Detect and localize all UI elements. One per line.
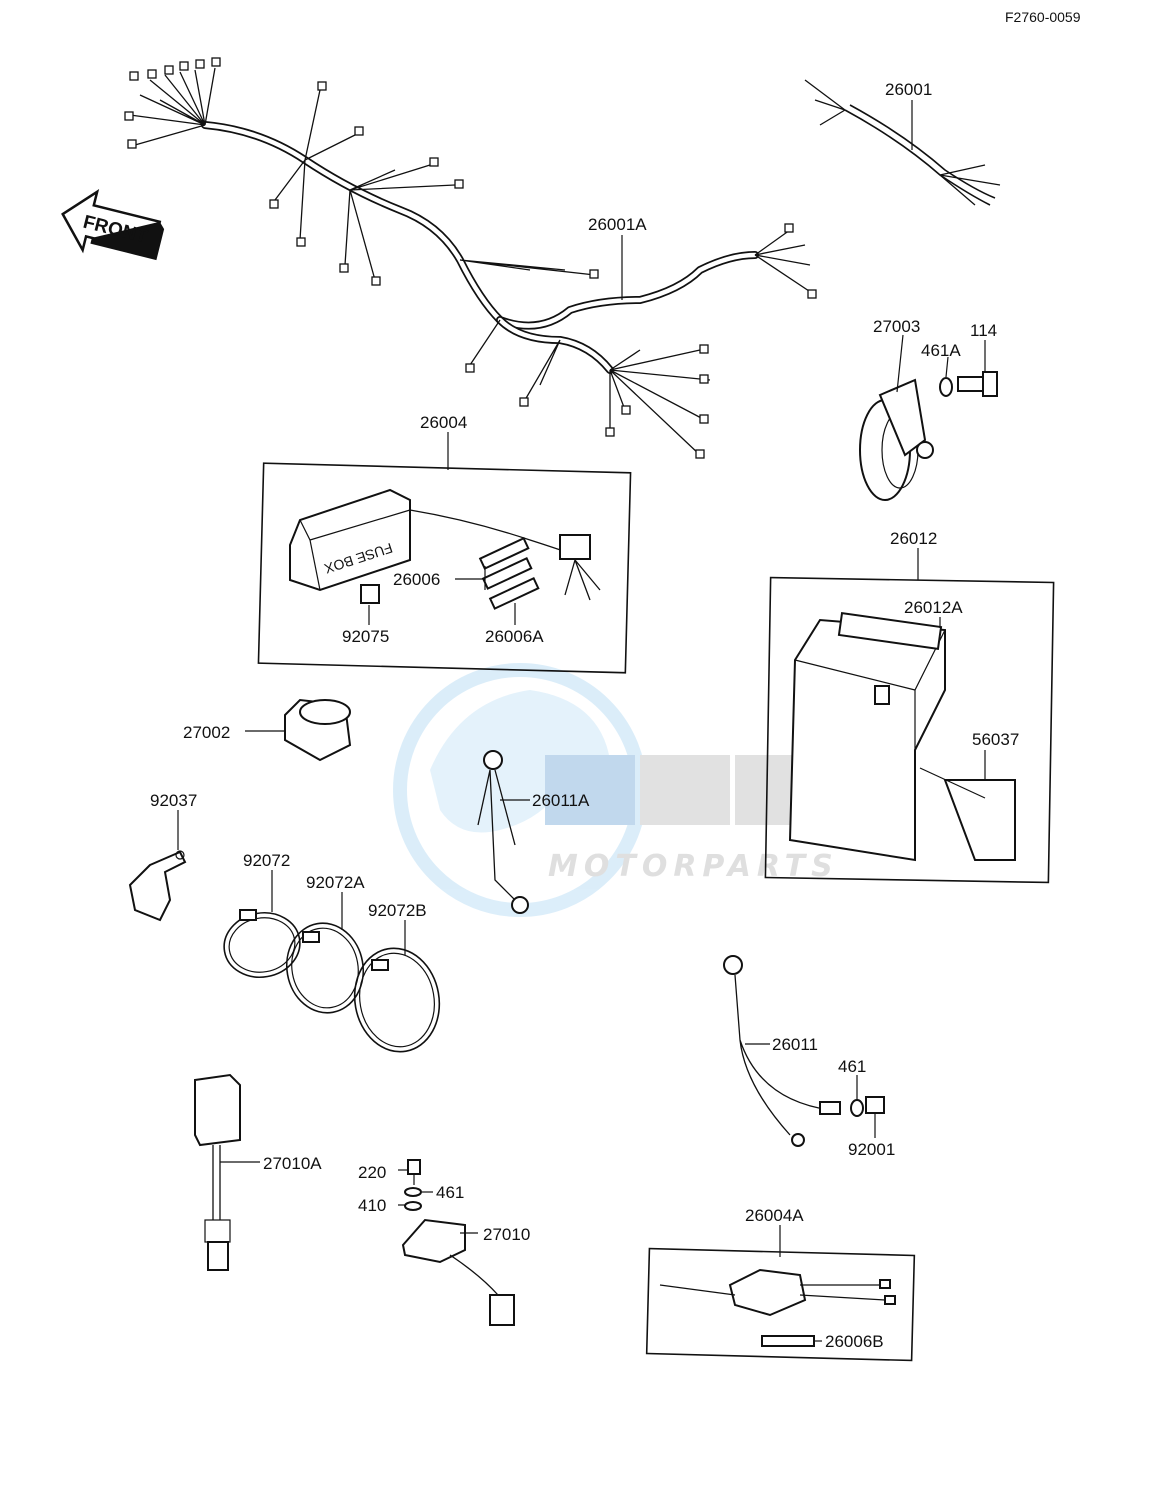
label-56037: 56037 xyxy=(972,730,1019,749)
label-27003: 27003 xyxy=(873,317,920,336)
fuse-holder-kit-frame xyxy=(645,1247,916,1362)
horn xyxy=(859,378,934,501)
label-26006b: 26006B xyxy=(825,1332,884,1351)
washer-410 xyxy=(404,1201,422,1211)
bolt-114 xyxy=(957,371,998,397)
label-26006: 26006 xyxy=(393,570,440,589)
battery-lead-26011a xyxy=(477,750,529,914)
bolt-92001 xyxy=(865,1096,885,1114)
lock-washer-461a xyxy=(939,377,953,397)
battery-label-56037 xyxy=(943,779,1016,861)
leader-lines xyxy=(177,100,986,1342)
fuses-26006 xyxy=(478,536,540,610)
part-labels: 26001 26001A 27003 461A 114 26004 26006 … xyxy=(150,80,1019,1351)
diagram-code: F2760-0059 xyxy=(1005,9,1081,25)
label-92072b: 92072B xyxy=(368,901,427,920)
screw-220 xyxy=(407,1159,421,1185)
front-arrow: FRONT xyxy=(61,188,165,261)
band-92072a xyxy=(285,922,365,1014)
label-26011: 26011 xyxy=(772,1035,818,1054)
label-410: 410 xyxy=(358,1196,386,1215)
label-26011a: 26011A xyxy=(532,791,590,810)
label-27010a: 27010A xyxy=(263,1154,322,1173)
label-461: 461 xyxy=(838,1057,866,1076)
battery-kit-frame xyxy=(764,576,1055,884)
fuse-box: FUSE BOX xyxy=(289,488,601,601)
label-461a: 461A xyxy=(921,341,961,360)
battery-lead-26011 xyxy=(723,955,841,1147)
battery xyxy=(788,612,946,862)
washer-461 xyxy=(850,1099,864,1117)
regulator-27010 xyxy=(401,1218,515,1326)
label-26012: 26012 xyxy=(890,529,937,548)
label-92037: 92037 xyxy=(150,791,197,810)
label-26004a: 26004A xyxy=(745,1206,804,1225)
label-27010: 27010 xyxy=(483,1225,530,1244)
relay-27002 xyxy=(284,698,352,762)
label-220: 220 xyxy=(358,1163,386,1182)
fuse-clip-92075 xyxy=(360,584,380,604)
label-461b: 461 xyxy=(436,1183,464,1202)
fuse-box-kit-frame xyxy=(257,462,632,674)
main-wiring-harness xyxy=(124,57,817,459)
label-26001a: 26001A xyxy=(588,215,647,234)
label-26012a: 26012A xyxy=(904,598,963,617)
band-92072b xyxy=(353,947,441,1053)
label-114: 114 xyxy=(970,321,997,340)
label-92075: 92075 xyxy=(342,627,389,646)
label-92072a: 92072A xyxy=(306,873,365,892)
washer-461b xyxy=(404,1187,422,1197)
sub-wiring-harness xyxy=(804,79,1001,206)
label-26004: 26004 xyxy=(420,413,467,432)
label-27002: 27002 xyxy=(183,723,230,742)
label-92072: 92072 xyxy=(243,851,290,870)
relay-27010a xyxy=(194,1073,241,1271)
fuse-holder-26004a xyxy=(659,1268,896,1317)
label-26001: 26001 xyxy=(885,80,932,99)
watermark: MOTORPARTS xyxy=(393,663,835,917)
label-26006a: 26006A xyxy=(485,627,544,646)
fuse-26006b xyxy=(761,1335,815,1347)
label-92001: 92001 xyxy=(848,1140,895,1159)
clamp-92037 xyxy=(128,850,187,922)
